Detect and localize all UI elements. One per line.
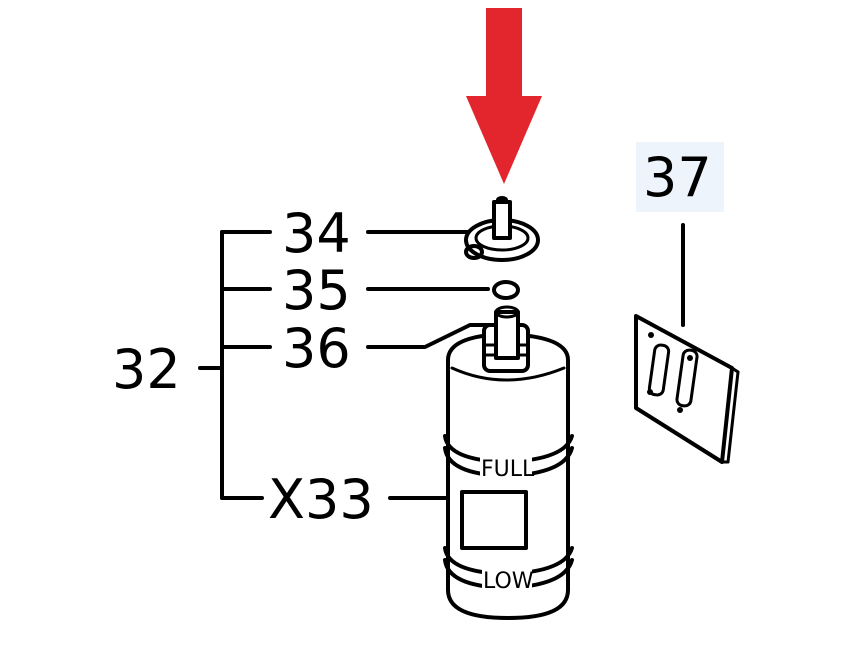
decal-part-37: [634, 314, 740, 464]
reservoir-part-x33: [443, 305, 574, 620]
down-arrow-icon: [466, 8, 542, 184]
seal-part-35: [492, 280, 520, 300]
low-level-mark: LOW: [483, 569, 534, 594]
label-assembly-32: 32: [112, 338, 181, 401]
label-reservoir-x33: X33: [268, 468, 374, 531]
cap-part-34: [464, 196, 540, 262]
label-decal-37: 37: [643, 146, 712, 209]
label-washer-36: 36: [282, 317, 351, 380]
decal-label-background: [636, 142, 724, 212]
label-cap-34: 34: [282, 202, 351, 265]
leader-lines: [366, 223, 685, 500]
full-level-mark: FULL: [481, 457, 535, 482]
assembly-bracket: [198, 230, 272, 500]
label-seal-35: 35: [282, 259, 351, 322]
